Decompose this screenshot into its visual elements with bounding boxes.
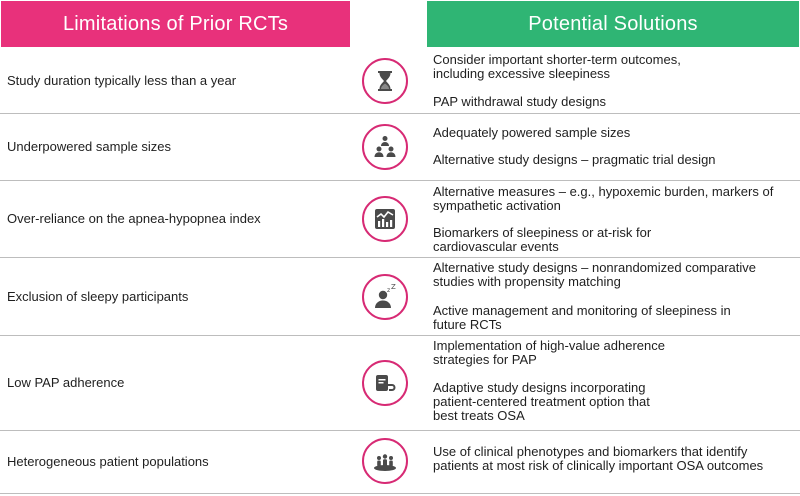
solution-text: PAP withdrawal study designs xyxy=(433,94,606,109)
table-row-study-duration: Study duration typically less than a yea… xyxy=(0,48,800,113)
population-icon xyxy=(362,438,408,484)
limitations-header: Limitations of Prior RCTs xyxy=(1,1,350,47)
limitation-label: Heterogeneous patient populations xyxy=(7,454,209,469)
solution-text: Adequately powered sample sizes xyxy=(433,125,631,140)
table-row-ahi: Over-reliance on the apnea-hypopnea inde… xyxy=(0,181,800,257)
limitation-label: Over-reliance on the apnea-hypopnea inde… xyxy=(7,211,261,226)
table-row-pap-adherence: Low PAP adherence Implementation of high… xyxy=(0,336,800,430)
solution-text: Alternative study designs – pragmatic tr… xyxy=(433,152,716,167)
row-divider xyxy=(0,257,800,258)
limitation-label: Low PAP adherence xyxy=(7,375,125,390)
table-row-sample-sizes: Underpowered sample sizes Adequately pow… xyxy=(0,114,800,180)
hourglass-icon xyxy=(362,58,408,104)
svg-text:Z: Z xyxy=(391,284,396,291)
solution-text: Alternative measures – e.g., hypoxemic b… xyxy=(433,184,774,213)
solution-text: Biomarkers of sleepiness or at-risk for … xyxy=(433,225,652,254)
solution-text: Consider important shorter-term outcomes… xyxy=(433,52,681,81)
solution-text: Active management and monitoring of slee… xyxy=(433,303,731,332)
limitation-label: Underpowered sample sizes xyxy=(7,139,172,154)
row-divider xyxy=(0,113,800,114)
row-divider xyxy=(0,493,800,494)
solutions-header: Potential Solutions xyxy=(427,1,799,47)
limitation-label: Study duration typically less than a yea… xyxy=(7,72,237,88)
row-divider xyxy=(0,430,800,431)
table-row-heterogeneous-populations: Heterogeneous patient populations Use of… xyxy=(0,431,800,493)
solution-text: Adaptive study designs incorporating pat… xyxy=(433,380,650,423)
pap-device-icon xyxy=(362,360,408,406)
row-divider xyxy=(0,335,800,336)
row-divider xyxy=(0,180,800,181)
chart-monitor-icon xyxy=(362,196,408,242)
svg-text:z: z xyxy=(387,287,390,294)
solution-text: Use of clinical phenotypes and biomarker… xyxy=(433,444,764,473)
people-group-icon xyxy=(362,124,408,170)
limitation-label: Exclusion of sleepy participants xyxy=(7,288,189,304)
solution-text: Alternative study designs – nonrandomize… xyxy=(433,260,757,289)
solution-text: Implementation of high-value adherence s… xyxy=(433,338,665,367)
